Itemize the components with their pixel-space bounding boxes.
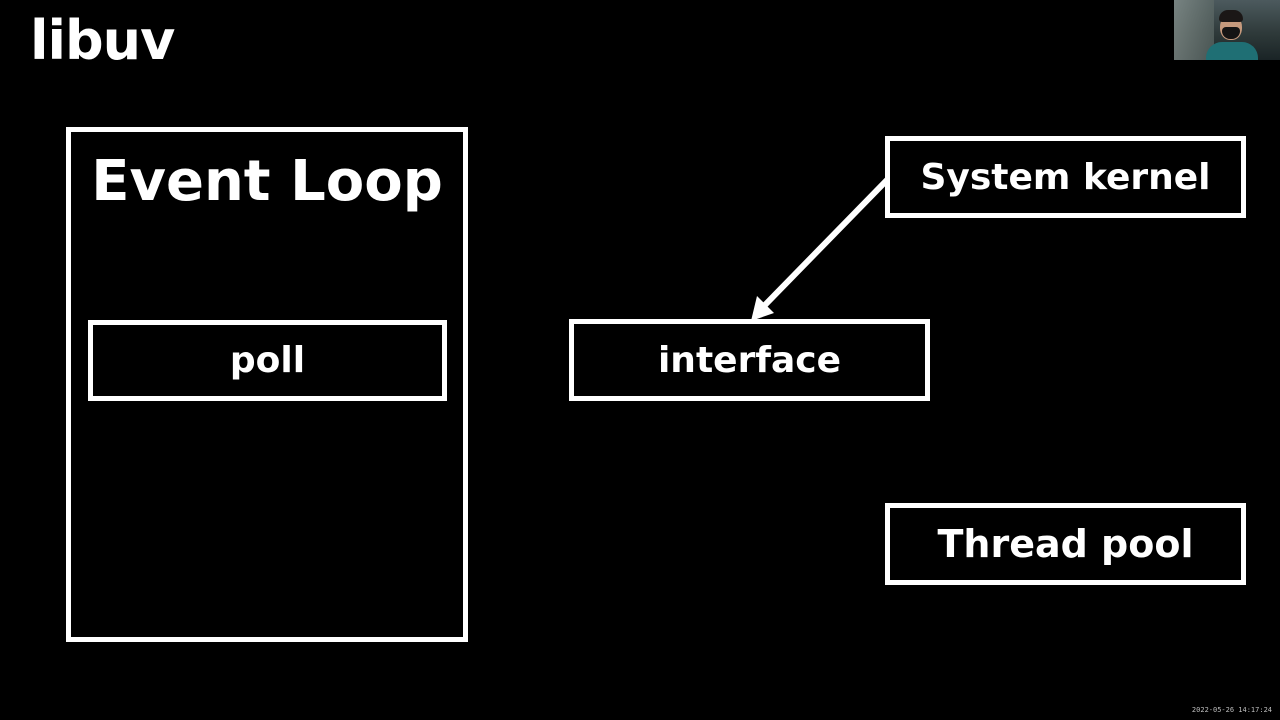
interface-label: interface: [657, 339, 842, 381]
event-loop-box: Event Loop: [66, 127, 468, 642]
slide-title: libuv: [30, 9, 175, 72]
arrow-head: [751, 296, 774, 321]
thread-pool-label: Thread pool: [937, 522, 1194, 566]
webcam-person-body: [1206, 42, 1258, 60]
webcam-thumbnail: [1174, 0, 1280, 60]
system-kernel-box: System kernel: [885, 136, 1246, 218]
thread-pool-box: Thread pool: [885, 503, 1246, 585]
recording-timestamp: 2022-05-26 14:17:24: [1191, 706, 1272, 714]
poll-box: poll: [88, 320, 447, 401]
system-kernel-label: System kernel: [920, 156, 1211, 198]
event-loop-label: Event Loop: [91, 149, 443, 214]
webcam-person-mask: [1222, 27, 1240, 39]
arrow-shaft: [759, 177, 890, 311]
webcam-person-hair: [1219, 10, 1243, 22]
interface-box: interface: [569, 319, 930, 401]
poll-label: poll: [229, 340, 306, 381]
